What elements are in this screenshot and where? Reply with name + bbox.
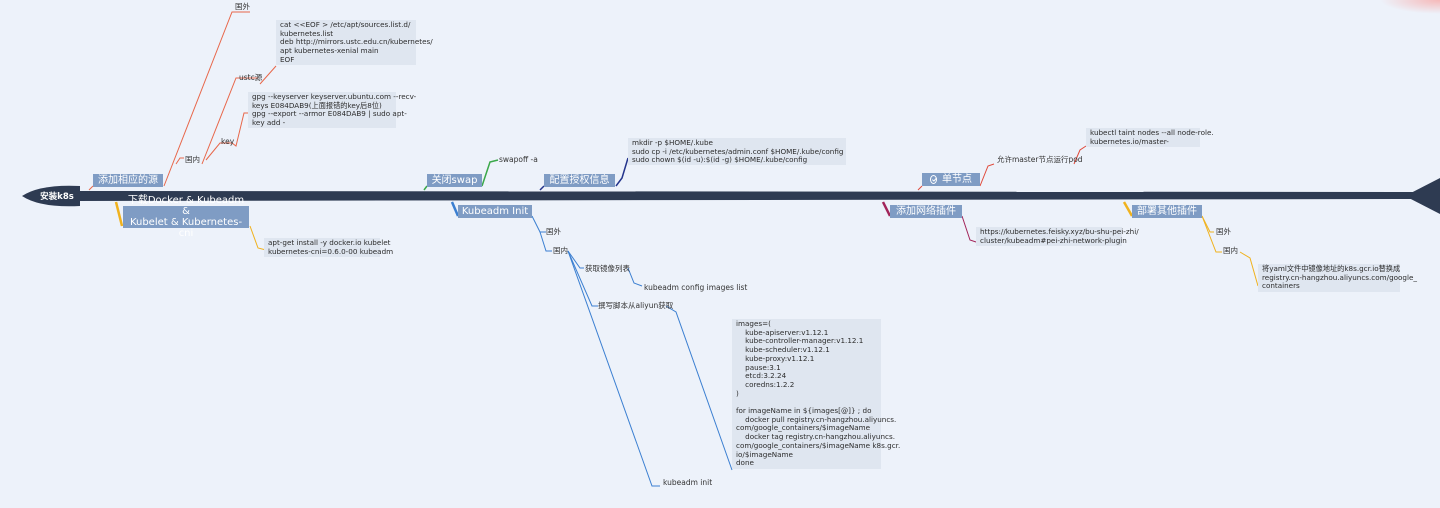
note-image-pull-script[interactable]: images=( kube-apiserver:v1.12.1 kube-con… [732,319,900,469]
fish-tail [1405,178,1440,214]
note-gpg-key-command[interactable]: gpg --keyserver keyserver.ubuntu.com --r… [248,92,416,128]
root-node [22,185,80,207]
root-topic[interactable]: 安装k8s [40,192,74,202]
label-plugins-domestic[interactable]: 国内 [1223,246,1238,255]
single-node-label: 单节点 [942,174,972,185]
label-plugins-abroad[interactable]: 国外 [1216,227,1231,236]
topic-add-network-plugin[interactable]: 添加网络插件 [890,205,962,218]
label-allow-master-pods[interactable]: 允许master节点运行pod [997,155,1083,164]
corner-decoration [1380,0,1440,14]
note-kube-config-command[interactable]: mkdir -p $HOME/.kube sudo cp -i /etc/kub… [628,138,846,165]
fishbone-spine [78,191,1430,201]
label-write-aliyun-script[interactable]: 撰写脚本从aliyun获取 [598,301,674,310]
note-apt-get-install[interactable]: apt-get install -y docker.io kubelet kub… [264,238,393,257]
topic-install-docker-kubeadm[interactable]: 下载Docker & Kubeadm &Kubelet & Kubernetes… [123,195,249,239]
note-network-plugin-link[interactable]: https://kubernetes.feisky.xyz/bu-shu-pei… [976,227,1139,246]
label-get-image-list[interactable]: 获取镜像列表 [585,264,630,273]
label-init-domestic[interactable]: 国内 [553,246,568,255]
label-sources-domestic[interactable]: 国内 [185,155,200,164]
label-key[interactable]: key [221,137,235,146]
label-images-list-command[interactable]: kubeadm config images list [644,283,748,292]
topic-add-sources[interactable]: 添加相应的源 [93,174,163,187]
label-swapoff-command[interactable]: swapoff -a [499,155,538,164]
topic-configure-auth[interactable]: 配置授权信息 [544,174,615,187]
label-kubeadm-init-command[interactable]: kubeadm init [663,478,713,487]
topic-line: 下载Docker & Kubeadm & [127,195,245,217]
note-replace-image-registry[interactable]: 将yaml文件中镜像地址的k8s.gcr.io替换成 registry.cn-h… [1258,264,1417,292]
topic-disable-swap[interactable]: 关闭swap [427,174,482,187]
check-circle-icon [930,175,937,184]
label-sources-abroad[interactable]: 国外 [235,2,250,11]
topic-single-node[interactable]: 单节点 [922,173,980,186]
topic-deploy-other-plugins[interactable]: 部署其他插件 [1132,205,1202,218]
note-ustc-command[interactable]: cat <<EOF > /etc/apt/sources.list.d/ kub… [276,20,433,65]
topic-line: Kubelet & Kubernetes-cni [129,217,243,239]
note-taint-nodes-command[interactable]: kubectl taint nodes --all node-role. kub… [1086,128,1214,147]
topic-kubeadm-init[interactable]: Kubeadm Init [458,205,532,218]
label-ustc-source[interactable]: ustc源 [239,73,263,82]
label-init-abroad[interactable]: 国外 [546,227,561,236]
